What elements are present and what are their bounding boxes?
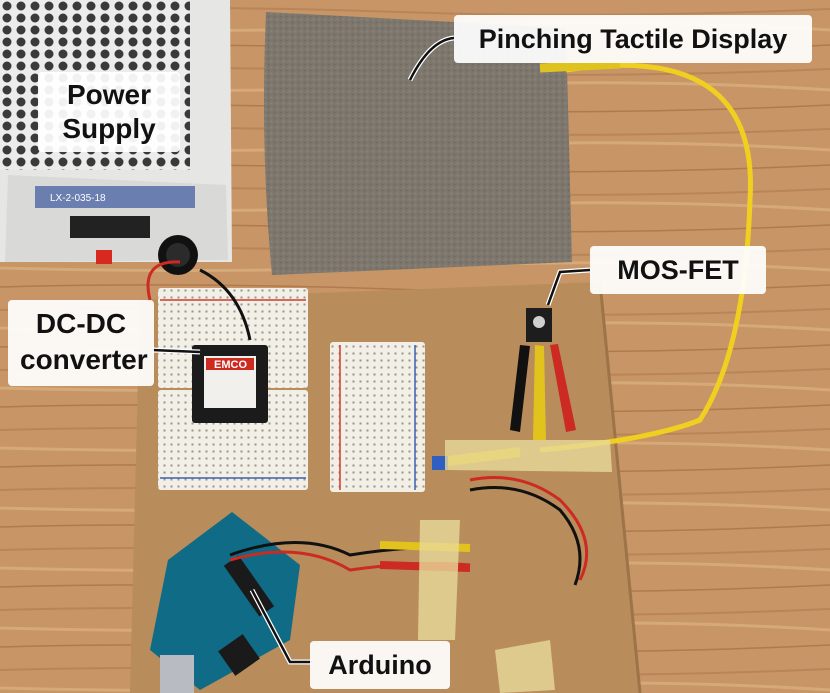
label-pointers [151,35,591,665]
mosfet-component [510,308,576,440]
dcdc-label-line-1: DC-DC [35,308,127,339]
converter-brand-text: EMCO [214,359,247,371]
masking-tape-2 [418,520,460,640]
dcdc-label-line-2: converter [20,344,148,375]
mosfet-label: MOS-FET [590,246,766,294]
power-supply-label-line-2: Supply [62,113,156,144]
masking-tape-1 [445,440,612,472]
tactile-fabric [264,12,572,275]
dcdc-converter-label: DC-DC converter [8,300,154,386]
pinching-tactile-display-label: Pinching Tactile Display [454,15,812,63]
masking-tape-3 [495,640,555,693]
power-supply-label: Power Supply [38,72,180,152]
power-supply-model-text: LX-2-035-18 [50,193,106,204]
arduino-board [150,512,300,693]
arduino-label: Arduino [310,641,450,689]
breadboard-right [330,342,425,492]
dcdc-module: EMCO [192,345,268,423]
power-supply-label-line-1: Power [66,79,152,110]
